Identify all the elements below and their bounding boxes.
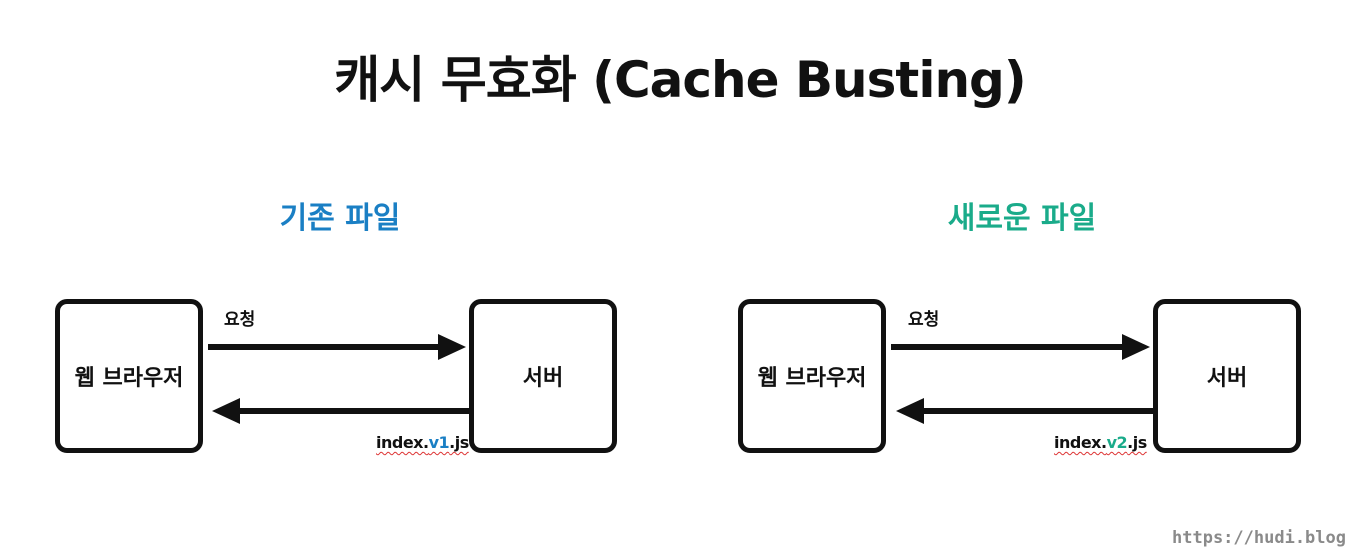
file-label-new: index.v2.js [1054,433,1147,452]
file-label-existing: index.v1.js [376,433,469,452]
request-label-existing: 요청 [224,310,256,330]
file-prefix: index. [376,433,429,452]
browser-label: 웹 브라우저 [757,366,867,391]
request-arrow-new [891,334,1150,360]
browser-box-new: 웹 브라우저 [738,299,886,453]
file-suffix: .js [449,433,469,452]
file-version: v1 [428,433,450,452]
server-box-existing: 서버 [469,299,617,453]
server-box-new: 서버 [1153,299,1301,453]
request-label-new: 요청 [908,310,940,330]
file-prefix: index. [1054,433,1107,452]
browser-box-existing: 웹 브라우저 [55,299,203,453]
server-label: 서버 [522,366,564,391]
file-version: v2 [1106,433,1128,452]
browser-label: 웹 브라우저 [74,366,184,391]
request-arrow-existing [208,334,466,360]
file-suffix: .js [1127,433,1147,452]
panel-heading-existing: 기존 파일 [279,201,401,236]
panel-heading-new: 새로운 파일 [947,201,1097,236]
diagram-title: 캐시 무효화 (Cache Busting) [334,51,1026,109]
response-arrow-new [896,398,1153,424]
server-label: 서버 [1206,366,1248,391]
response-arrow-existing [212,398,469,424]
credit-url: https://hudi.blog [1172,528,1346,548]
